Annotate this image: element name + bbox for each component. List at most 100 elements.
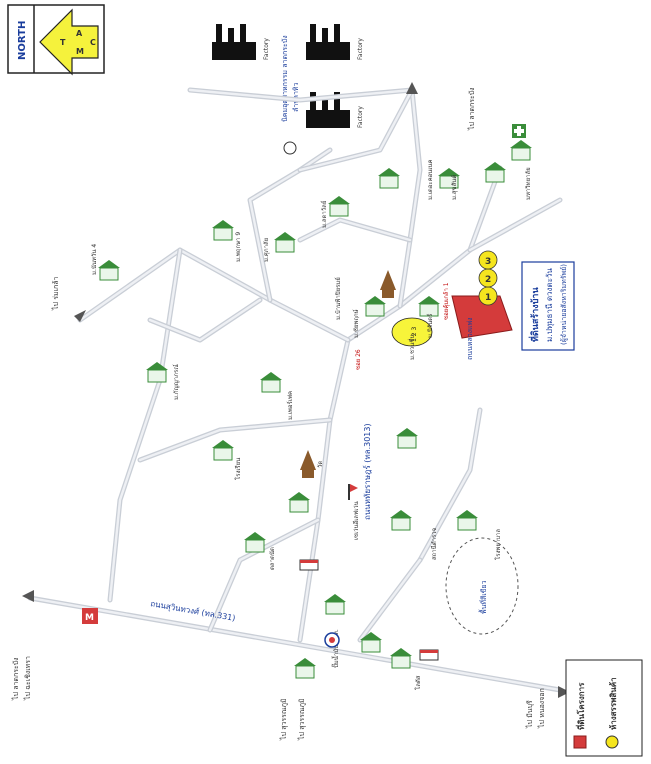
project-pin-label: 1 2 3 xyxy=(411,327,418,342)
store-icon xyxy=(419,649,439,661)
house-icon xyxy=(212,440,234,461)
legend-swatch-poi xyxy=(605,735,619,749)
legend-swatch-parcel xyxy=(573,735,587,749)
fuel-station-icon xyxy=(324,632,340,648)
side-road-label: ถนนหลวงแพ่ง xyxy=(466,317,474,360)
direction-label: ไป ลาดกระบัง xyxy=(11,657,20,701)
temple-icon xyxy=(300,450,316,478)
temple-icon xyxy=(380,270,396,298)
landmark-label: ม.นิรันดร์ xyxy=(426,313,434,338)
badge-label: 3 xyxy=(485,257,491,267)
zone-label: พื้นที่สีเขียว xyxy=(477,580,488,614)
flag-icon xyxy=(348,484,358,500)
north-arrow-icon xyxy=(39,8,99,76)
arrow-up-icon xyxy=(406,82,418,94)
project-site: ที่ดินสร้างบ้าน ม.ปทุมธานี ดวงตะวัน (ผู้… xyxy=(391,250,575,351)
landmark-label: โรงพยาบาล xyxy=(494,529,502,560)
landmark-labels: ม.นันทวัน 4 ม.พฤกษา 9 ม.ศุภาลัย ม.ลดาวัล… xyxy=(91,159,532,690)
house-icon xyxy=(244,532,266,553)
house-icon xyxy=(438,168,460,189)
compass: NORTH T A M C xyxy=(7,4,105,76)
factory-label: Factory xyxy=(357,38,364,60)
house-icon xyxy=(456,510,478,531)
landmark-label: ม.ลดาวัลย์ xyxy=(320,201,328,228)
main-road-label: ถนนหทัยราษฎร์ (ทล.3013) xyxy=(362,423,372,520)
legend-label: ห้างสรรพสินค้า xyxy=(608,677,618,730)
house-icon xyxy=(364,296,386,317)
direction-label: ไป สุวรรณภูมิ xyxy=(279,698,288,741)
direction-labels: ไป ลาดกระบัง ไป ฉะเชิงเทรา ไป มีนบุรี ไป… xyxy=(11,87,546,741)
svg-text:M: M xyxy=(85,613,94,623)
hospital-icon xyxy=(512,124,526,138)
arrow-up-icon xyxy=(74,310,86,322)
house-icon xyxy=(294,658,316,679)
house-icon xyxy=(390,648,412,669)
landmark-label: ม.บ้านฟ้าปิยรมย์ xyxy=(334,277,342,320)
store-icon xyxy=(299,559,319,571)
project-owner: (ผู้จำหน่ายอสังหาริมทรัพย์) xyxy=(560,264,568,345)
factory-icon xyxy=(212,24,256,60)
compass-letter: A xyxy=(76,29,83,38)
arrow-right-icon xyxy=(558,686,570,698)
compass-letter: C xyxy=(90,38,96,47)
badge-label: 1 xyxy=(485,293,491,303)
direction-label: ไป สุวรรณภูมิ xyxy=(297,698,306,741)
house-icon xyxy=(360,632,382,653)
landmark-label: ม.ชัยพฤกษ์ xyxy=(352,309,360,338)
house-markers xyxy=(98,140,532,679)
landmark-label: ม.นันทวัน 4 xyxy=(91,244,98,275)
house-icon xyxy=(260,372,282,393)
house-icon xyxy=(146,362,168,383)
project-subtitle: ม.ปทุมธานี ดวงตะวัน xyxy=(545,268,554,342)
landmark-label: ม.เดอะคอนเนค xyxy=(427,159,434,200)
legend-label: ที่ดินโครงการ xyxy=(575,682,586,730)
arrow-left-icon xyxy=(22,590,34,602)
factory-icon xyxy=(306,24,350,60)
direction-label: ไป ฉะเชิงเทรา xyxy=(23,656,32,701)
landmark-label: ม.กัญญาภรณ์ xyxy=(172,364,180,400)
factory-group: Factory Factory Factory นิคมอุตสาหกรรม ล… xyxy=(212,24,364,128)
direction-label: ไป หนองจอก xyxy=(537,688,546,729)
direction-label: ไป ลาดกระบัง xyxy=(467,87,476,131)
landmark-label: เซเว่นอีเลฟเว่น xyxy=(352,501,360,540)
house-icon xyxy=(98,260,120,281)
factory-label: Factory xyxy=(357,106,364,128)
landmark-label: โรงเรียน xyxy=(234,458,242,480)
landmark-label: โลตัส xyxy=(414,675,422,690)
badge-label: 2 xyxy=(485,275,491,285)
landmark-label: ม.สุขสันต์ xyxy=(450,175,458,200)
green-zone: พื้นที่สีเขียว xyxy=(445,537,519,635)
marker-icon: M xyxy=(82,608,98,624)
industrial-estate-label: นิคมอุตสาหกรรม ลาดกระบัง xyxy=(281,35,289,122)
factory-label: Factory xyxy=(263,38,270,60)
landmark-label: ม.พฤกษา 9 xyxy=(235,232,242,262)
soi-label: ซอย 26 xyxy=(355,349,362,370)
house-icon xyxy=(484,162,506,183)
circle-icon xyxy=(283,141,297,155)
project-info-box xyxy=(521,261,575,351)
landmark-label: ม.ศุภาลัย xyxy=(263,238,270,262)
project-pin xyxy=(391,317,433,347)
project-title: ที่ดินสร้างบ้าน xyxy=(528,287,541,343)
badge-icon xyxy=(478,250,498,270)
landmark-label: วัด xyxy=(317,461,324,468)
road-network xyxy=(27,87,563,693)
compass-letter: T xyxy=(60,38,66,47)
house-icon xyxy=(212,220,234,241)
badge-group: 1 2 3 xyxy=(478,250,498,306)
direction-label: ไป ร่มเกล้า xyxy=(51,277,60,311)
house-icon xyxy=(288,492,310,513)
house-icon xyxy=(378,168,400,189)
landmark-label: สถานีตำรวจ xyxy=(430,528,438,560)
house-icon xyxy=(324,594,346,615)
direction-arrows xyxy=(22,82,570,698)
house-icon xyxy=(390,510,412,531)
landmark-label: ม.ชวนชื่น xyxy=(408,334,416,360)
factory-icon xyxy=(306,92,350,128)
house-icon xyxy=(510,140,532,161)
landmark-label: ปั๊มน้ำมัน ปตท. xyxy=(330,629,340,668)
house-icon xyxy=(274,232,296,253)
soi-label: ซอยคุ้มเกล้า 1 xyxy=(443,282,450,320)
house-icon xyxy=(396,428,418,449)
